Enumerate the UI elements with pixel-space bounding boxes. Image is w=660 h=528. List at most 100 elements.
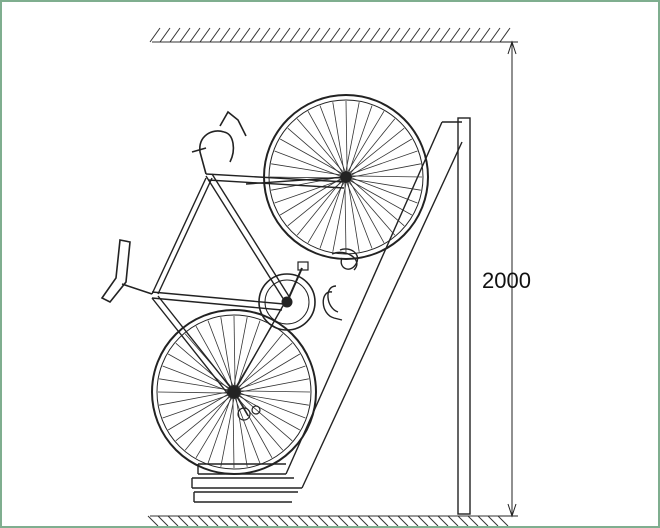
wheel-spoke xyxy=(351,175,423,178)
wheel-spoke xyxy=(175,396,231,442)
hatch-line xyxy=(199,27,211,43)
wheel-spoke xyxy=(279,138,342,174)
wheel-spoke xyxy=(233,315,236,387)
hatch-line xyxy=(207,515,219,526)
wheel-spoke xyxy=(271,163,341,176)
hatch-line xyxy=(447,515,459,526)
hatch-line xyxy=(377,515,389,526)
hatch-line xyxy=(349,27,361,43)
hatch-line xyxy=(437,515,449,526)
hatch-line xyxy=(177,515,189,526)
bike-frame xyxy=(151,173,347,395)
hatch-line xyxy=(479,27,491,43)
hatch-line xyxy=(147,515,159,526)
handlebar xyxy=(191,110,247,175)
height-dimension-line xyxy=(500,40,518,518)
hatch-line xyxy=(429,27,441,43)
hatch-line xyxy=(357,515,369,526)
hatch-line xyxy=(477,515,489,526)
hatch-line xyxy=(237,515,249,526)
wheel-spoke xyxy=(344,182,347,254)
wheel-spoke xyxy=(239,365,306,390)
wheel-spoke xyxy=(237,396,273,459)
hatch-line xyxy=(469,27,481,43)
wheel-spoke xyxy=(184,395,230,451)
ceiling-hatch xyxy=(149,27,514,43)
hatch-line xyxy=(379,27,391,43)
hatch-line xyxy=(329,27,341,43)
hatch-line xyxy=(337,515,349,526)
wheel-spoke xyxy=(237,342,293,388)
wheel-spoke xyxy=(279,178,341,216)
wheel-spoke xyxy=(274,179,341,204)
hatch-line xyxy=(327,515,339,526)
wheel-spoke xyxy=(345,102,360,172)
hatch-line xyxy=(189,27,201,43)
wheel-spoke xyxy=(238,394,293,442)
hatch-line xyxy=(457,515,469,526)
hatch-line xyxy=(167,515,179,526)
hatch-line xyxy=(497,515,509,526)
wheel-spoke xyxy=(345,100,348,172)
wheel-spoke xyxy=(162,394,229,419)
hatch-line xyxy=(309,27,321,43)
wheel-spoke xyxy=(175,342,230,390)
hatch-line xyxy=(257,515,269,526)
wheel-spoke xyxy=(233,317,248,387)
hatch-line xyxy=(277,515,289,526)
wheel-spoke xyxy=(351,163,421,178)
wheel-spoke xyxy=(347,110,385,172)
wheel-spoke xyxy=(236,396,284,451)
wheel-spoke xyxy=(207,397,232,464)
wheel-spoke xyxy=(159,378,229,391)
hatch-line xyxy=(239,27,251,43)
wheel-spoke xyxy=(350,179,405,227)
hatch-line xyxy=(269,27,281,43)
wheel-spoke xyxy=(307,182,345,244)
hatch-line xyxy=(319,27,331,43)
hatch-line xyxy=(219,27,231,43)
wheel-spoke xyxy=(239,393,309,406)
hatch-line xyxy=(499,27,511,43)
wheel-spoke xyxy=(239,353,301,391)
hatch-line xyxy=(307,515,319,526)
wheel-spoke xyxy=(351,138,413,176)
hatch-line xyxy=(267,515,279,526)
hatch-line xyxy=(449,27,461,43)
wheel-spoke xyxy=(319,182,344,249)
hatch-line xyxy=(229,27,241,43)
wheel-spoke xyxy=(220,317,233,387)
hatch-line xyxy=(259,27,271,43)
rear-derailleur xyxy=(233,391,261,421)
wheel-spoke xyxy=(239,378,309,393)
hatch-line xyxy=(227,515,239,526)
wheel-spoke xyxy=(348,105,373,172)
hatch-line xyxy=(397,515,409,526)
hatch-line xyxy=(487,515,499,526)
hatch-line xyxy=(417,515,429,526)
hatch-line xyxy=(169,27,181,43)
hatch-line xyxy=(317,515,329,526)
wheel-spoke xyxy=(195,397,233,459)
wheel-spoke xyxy=(351,178,421,191)
height-dimension-label: 2000 xyxy=(482,268,531,293)
hatch-line xyxy=(287,515,299,526)
wheel-spoke xyxy=(296,180,342,236)
hatch-line xyxy=(387,515,399,526)
wheel-spoke xyxy=(307,110,343,173)
hatch-line xyxy=(419,27,431,43)
wheel-spoke xyxy=(236,320,261,387)
wheel-spoke xyxy=(238,333,284,389)
hatch-line xyxy=(279,27,291,43)
wheel-spoke xyxy=(349,127,405,173)
hatch-line xyxy=(197,515,209,526)
wheel-spoke xyxy=(234,397,261,464)
hatch-line xyxy=(409,27,421,43)
chainring xyxy=(258,261,316,331)
wheel-spoke xyxy=(296,118,344,173)
saddle xyxy=(100,239,153,304)
hatch-line xyxy=(297,515,309,526)
hatch-line xyxy=(187,515,199,526)
